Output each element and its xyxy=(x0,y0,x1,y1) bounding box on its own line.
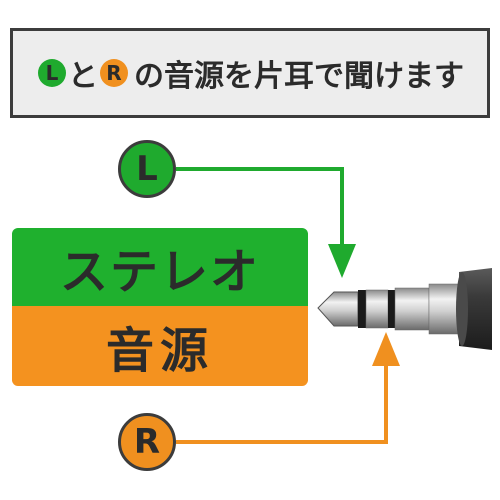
stereo-label: ステレオ xyxy=(12,228,308,306)
title-label: の音源を片耳で聞けます xyxy=(134,59,464,94)
title-banner: L と R の音源を片耳で聞けます xyxy=(10,28,490,118)
left-channel-line xyxy=(176,167,344,248)
right-badge: R xyxy=(100,59,128,87)
left-badge: L xyxy=(38,59,66,87)
source-label: 音源 xyxy=(12,306,308,386)
right-arrow-head xyxy=(372,332,400,366)
stereo-plug-icon xyxy=(317,268,492,350)
connector-text: と xyxy=(68,59,98,94)
right-channel-line xyxy=(176,362,388,444)
left-arrow-head xyxy=(328,244,356,278)
left-channel-circle: L xyxy=(118,140,176,198)
title-text: L と R の音源を片耳で聞けます xyxy=(36,51,464,95)
stereo-source-box: ステレオ 音源 xyxy=(12,228,308,386)
right-channel-circle: R xyxy=(118,413,176,471)
